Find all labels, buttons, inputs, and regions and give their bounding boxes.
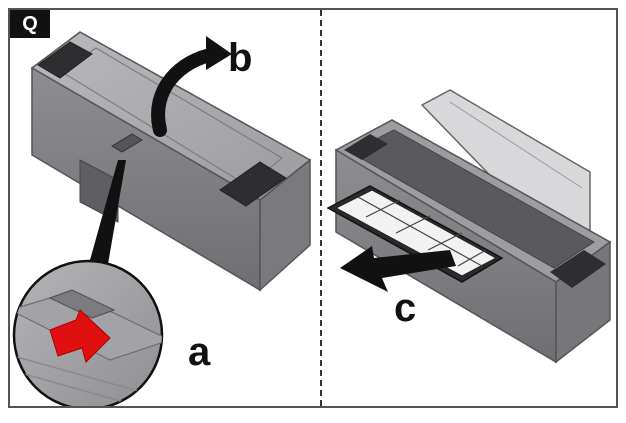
step-label-a: a <box>188 332 210 372</box>
instruction-figure: Q b a c <box>8 8 618 408</box>
step-label-b: b <box>228 38 252 78</box>
dustbin-open <box>328 90 610 362</box>
step-badge: Q <box>10 10 50 38</box>
illustration-canvas <box>10 10 618 408</box>
panel-divider <box>320 10 322 406</box>
latch-zoom <box>10 261 170 408</box>
step-label-c: c <box>394 288 416 328</box>
